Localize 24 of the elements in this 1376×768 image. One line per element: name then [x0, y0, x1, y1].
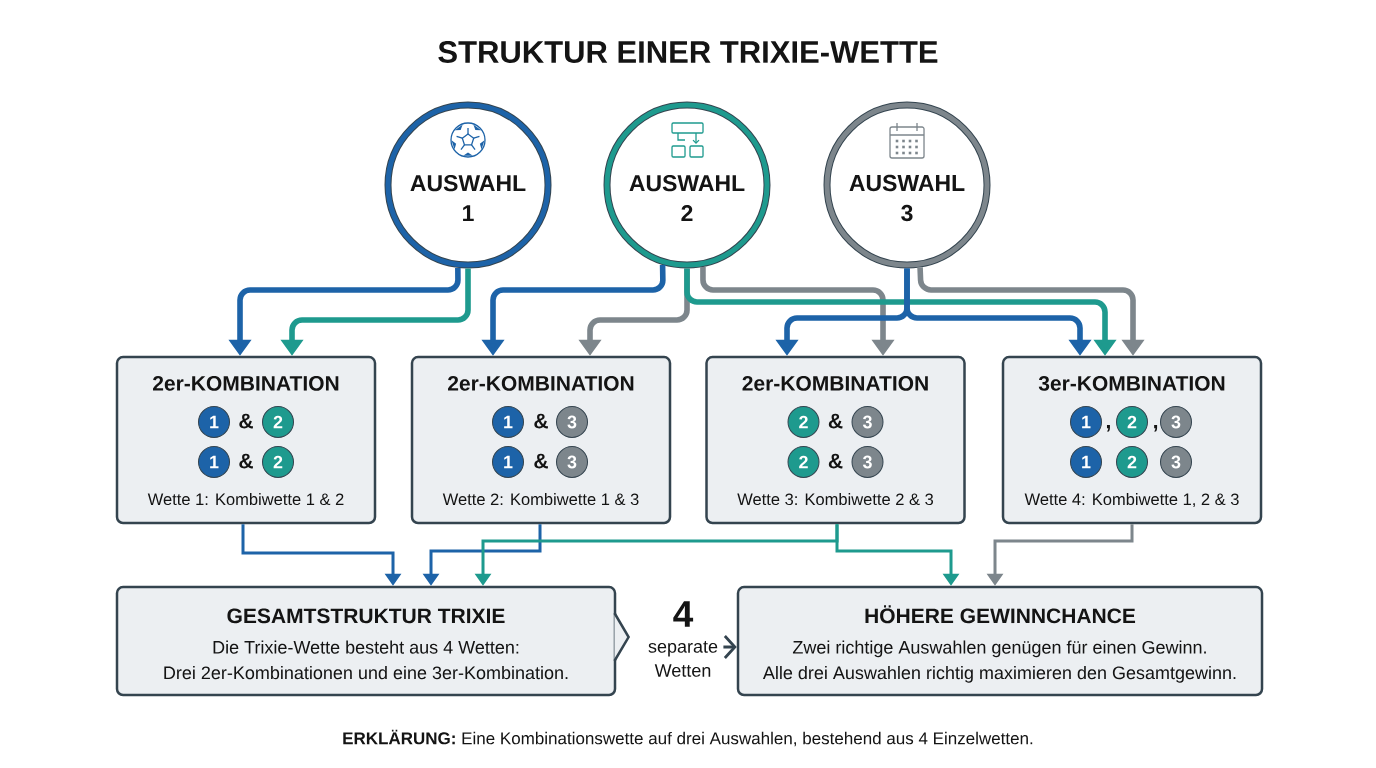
number-badge: 2 — [1116, 406, 1148, 438]
number-badge: 1 — [492, 406, 524, 438]
number-badge: 1 — [198, 406, 230, 438]
number-badge: 2 — [787, 406, 820, 438]
number-badge: 3 — [1160, 406, 1192, 438]
number-badge: 3 — [851, 406, 884, 438]
number-badge: 3 — [556, 446, 588, 478]
number-badge: 3 — [1160, 446, 1192, 478]
number-badge: 2 — [262, 406, 294, 438]
number-badge: 1 — [1070, 446, 1102, 478]
count-text: 4 separate Wetten — [648, 601, 718, 677]
number-badge: 2 — [787, 446, 820, 478]
summary-box: GESAMTSTRUKTUR TRIXIE Die Trixie-Wette besteht aus 4 Wetten: Drei 2er-Kombinationen und eine 3er-Kombination. — [115, 585, 617, 697]
number-badge: 1 — [492, 446, 524, 478]
number-badge: 3 — [851, 446, 884, 478]
title: STRUKTUR EINER TRIXIE-WETTE — [438, 41, 938, 63]
number-badge: 2 — [262, 446, 294, 478]
number-badge: 2 — [1116, 446, 1148, 478]
number-badge: 3 — [556, 406, 588, 438]
caption: ERKLÄRUNG: Eine Kombinationswette auf drei Auswahlen, bestehend aus 4 Einzelwetten. — [343, 729, 1033, 747]
number-badge: 1 — [1070, 406, 1102, 438]
number-badge: 1 — [198, 446, 230, 478]
pointer-chevron — [613, 611, 631, 663]
summary-box: HÖHERE GEWINNCHANCE Zwei richtige Auswahlen genügen für einen Gewinn. Alle drei Auswahlen richtig maximieren den Gesamtgewinn. — [736, 585, 1264, 697]
